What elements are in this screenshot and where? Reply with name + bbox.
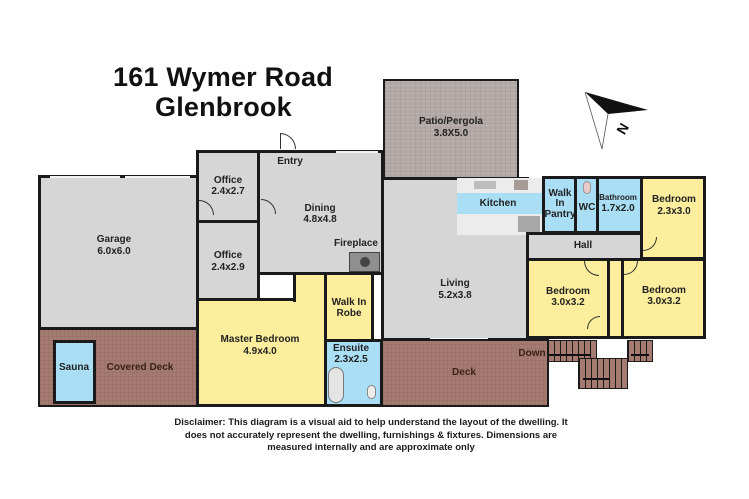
room-master-bedroom	[196, 298, 327, 407]
office-1-label: Office	[213, 175, 243, 186]
master-label: Master Bedroom	[220, 334, 300, 345]
ensuite-size: 2.3x2.5	[334, 354, 368, 365]
entry-label: Entry	[277, 156, 303, 167]
kitchen-bench	[457, 193, 542, 214]
office-1-size: 2.4x2.7	[211, 186, 245, 197]
bedroom-mid-size: 3.0x3.2	[551, 297, 585, 308]
disclaimer-text: Disclaimer: This diagram is a visual aid…	[174, 417, 568, 453]
robe-label-2: Robe	[336, 308, 362, 319]
garage-size: 6.0x6.0	[97, 246, 131, 257]
room-bathroom	[596, 176, 643, 234]
fridge-icon	[518, 216, 540, 232]
patio-label: Patio/Pergola	[419, 116, 483, 127]
bedroom-east-label: Bedroom	[642, 285, 686, 296]
bathtub-icon	[328, 367, 344, 403]
entry-door	[280, 133, 296, 149]
kitchen-label: Kitchen	[479, 198, 517, 209]
garage-label: Garage	[96, 234, 132, 245]
master-size: 4.9x4.0	[243, 346, 277, 357]
office-2-size: 2.4x2.9	[211, 262, 245, 273]
wc-label: WC	[578, 202, 596, 213]
covered-deck-label: Covered Deck	[106, 362, 174, 373]
suburb-title: Glenbrook	[155, 92, 292, 122]
office-2-label: Office	[213, 250, 243, 261]
fireplace-icon	[349, 252, 380, 272]
room-deck	[381, 339, 549, 407]
bedroom-ne-size: 2.3x3.0	[657, 206, 691, 217]
pantry-label-3: Pantry	[544, 209, 576, 220]
pantry-label-1: Walk	[548, 188, 572, 199]
deck-label: Deck	[452, 367, 476, 378]
stairs-arrow-icon	[549, 354, 591, 356]
room-patio-pergola	[383, 79, 519, 180]
master-hall-nook	[293, 272, 327, 302]
stairs-lower	[578, 358, 628, 389]
robe-label-1: Walk In	[331, 297, 367, 308]
stairs-right	[627, 340, 653, 362]
ensuite-label: Ensuite	[332, 343, 370, 354]
sink-icon	[474, 181, 496, 189]
stairs-down-label: Down	[518, 348, 546, 359]
bathroom-size: 1.7x2.0	[601, 203, 635, 214]
dining-size: 4.8x4.8	[303, 214, 337, 225]
room-sauna	[53, 340, 96, 404]
living-label: Living	[440, 278, 470, 289]
address-title: 161 Wymer Road	[113, 62, 333, 92]
dining-label: Dining	[304, 203, 336, 214]
bedroom-mid-robe-door	[587, 316, 600, 329]
pantry-label-2: In	[555, 198, 565, 209]
stairs-upper	[547, 340, 597, 362]
patio-size: 3.8X5.0	[433, 128, 469, 139]
north-label: N	[613, 120, 632, 137]
dining-window	[336, 151, 378, 153]
room-bedroom-east	[621, 258, 706, 339]
fireplace-label: Fireplace	[334, 238, 378, 249]
bedroom-mid-label: Bedroom	[546, 286, 590, 297]
room-walk-in-robe	[324, 272, 374, 342]
room-hall	[526, 232, 643, 261]
sauna-label: Sauna	[58, 362, 90, 373]
north-arrow-icon: N	[580, 88, 660, 158]
bedroom-east-size: 3.0x3.2	[647, 296, 681, 307]
toilet-icon	[367, 385, 376, 399]
living-size: 5.2x3.8	[438, 290, 472, 301]
stairs-arrow-icon	[583, 378, 609, 380]
garage-window	[50, 176, 120, 178]
stairs-arrow-icon	[631, 354, 649, 356]
cooktop-icon	[514, 180, 528, 190]
wc-toilet-icon	[583, 181, 591, 194]
garage-window	[125, 176, 190, 178]
bathroom-label: Bathroom	[599, 193, 637, 202]
bedroom-ne-label: Bedroom	[652, 194, 696, 205]
hall-label: Hall	[573, 240, 593, 251]
